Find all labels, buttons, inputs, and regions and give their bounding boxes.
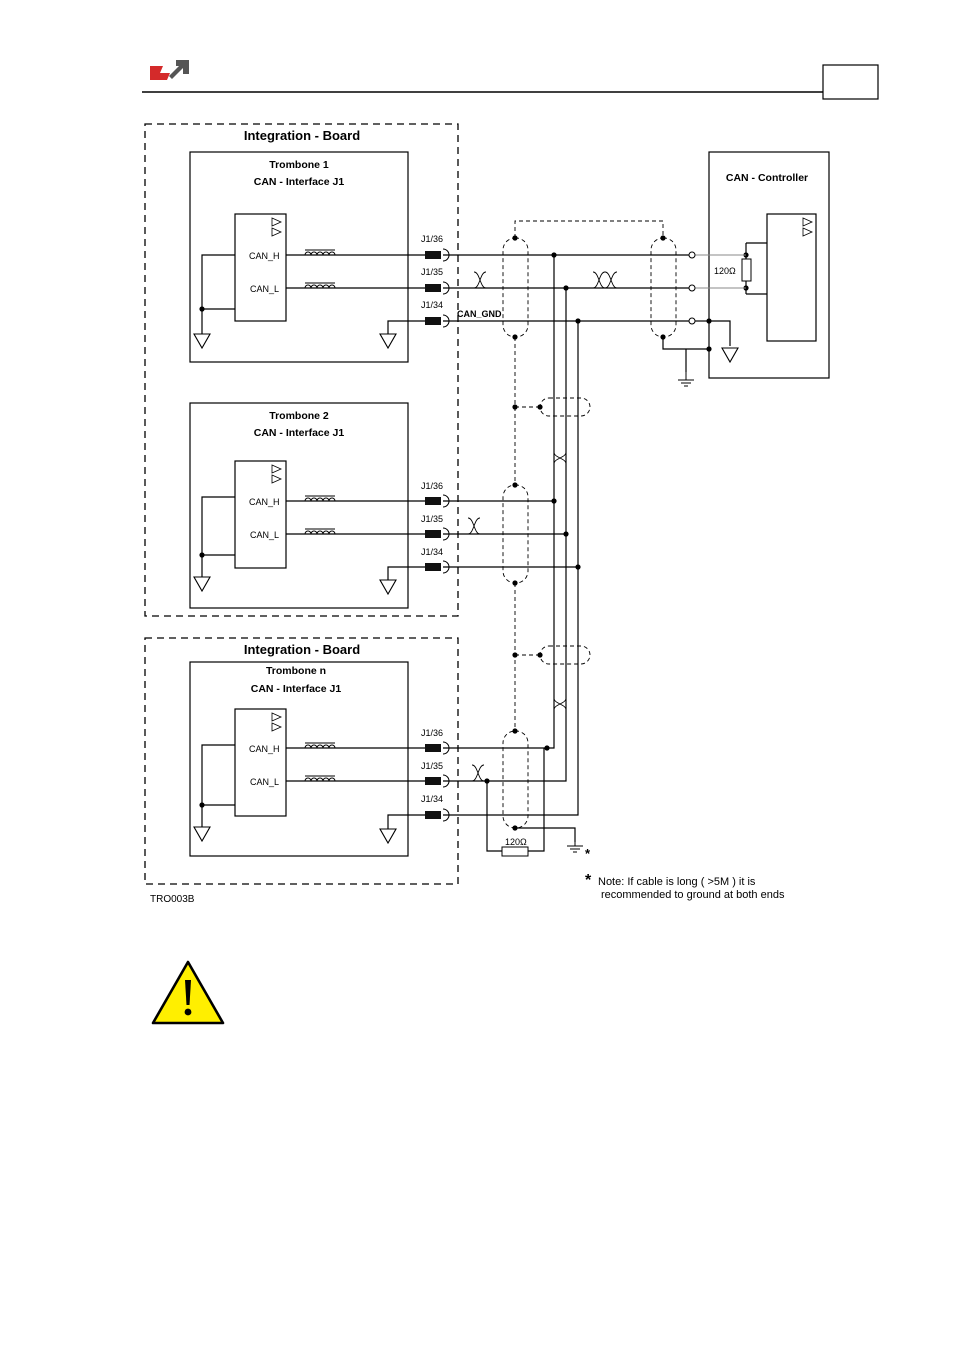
twist-icon [467, 517, 481, 535]
trombone-n-can-l-label: CAN_L [250, 777, 279, 787]
trombone-2-name: Trombone 2 [269, 410, 329, 422]
twist-icon [604, 271, 618, 289]
trombone-n-module: Trombone n CAN - Interface J1 CAN_H CAN_… [189, 661, 450, 857]
trombone-n-can-h-label: CAN_H [249, 744, 280, 754]
trombone-2-pin-34-label: J1/34 [421, 547, 443, 557]
company-logo [150, 60, 189, 80]
ground-asterisk: * [585, 846, 591, 861]
integration-board-2 [144, 637, 459, 885]
trombone-1-name: Trombone 1 [269, 159, 329, 171]
trombone-n-pin-35-label: J1/35 [421, 761, 443, 771]
integration-board-1 [144, 123, 459, 617]
trombone-n-pin-36-label: J1/36 [421, 728, 443, 738]
trombone-2-pin-36-label: J1/36 [421, 481, 443, 491]
trombone-2-pin-35-label: J1/35 [421, 514, 443, 524]
bus-termination-label: 120Ω [505, 837, 527, 847]
logo-red-mark [150, 66, 170, 80]
trombone-1-module: Trombone 1 CAN - Interface J1 CAN_H CAN_… [189, 151, 502, 363]
trombone-1-interface: CAN - Interface J1 [254, 176, 345, 188]
figure-id: TRO003B [150, 894, 195, 905]
twist-icon [471, 764, 485, 782]
trombone-1-pin-36-label: J1/36 [421, 234, 443, 244]
can-gnd-label: CAN_GND [457, 309, 502, 319]
trombone-1-pin-34-label: J1/34 [421, 300, 443, 310]
trombone-n-interface: CAN - Interface J1 [251, 683, 342, 695]
note-line-2: recommended to ground at both ends [601, 889, 785, 901]
logo-gray-mark [169, 60, 189, 79]
trombone-2-module: Trombone 2 CAN - Interface J1 CAN_H CAN_… [189, 402, 450, 609]
twist-icon [553, 697, 567, 711]
page-number-box [822, 64, 879, 100]
can-controller-module: CAN - Controller 120Ω [708, 151, 830, 379]
trombone-n-name: Trombone n [266, 665, 326, 677]
bus-termination-resistor [501, 846, 529, 857]
note-line-1: Note: If cable is long ( >5M ) it is [598, 876, 756, 888]
integration-board-2-title: Integration - Board [244, 642, 360, 657]
note-star: * [585, 872, 592, 889]
twist-icon [553, 451, 567, 465]
trombone-1-can-l-label: CAN_L [250, 284, 279, 294]
earth-ground-icon [566, 837, 584, 853]
twist-icon [473, 271, 487, 289]
twist-icon [592, 271, 606, 289]
trombone-n-pin-34-label: J1/34 [421, 794, 443, 804]
trombone-1-pin-35-label: J1/35 [421, 267, 443, 277]
trombone-2-can-l-label: CAN_L [250, 530, 279, 540]
trombone-2-can-h-label: CAN_H [249, 497, 280, 507]
trombone-1-can-h-label: CAN_H [249, 251, 280, 261]
controller-termination-resistor [741, 258, 752, 282]
controller-resistor-label: 120Ω [714, 266, 736, 276]
integration-board-1-title: Integration - Board [244, 128, 360, 143]
can-controller-title: CAN - Controller [726, 172, 808, 184]
warning-triangle-icon [151, 960, 225, 1025]
trombone-2-interface: CAN - Interface J1 [254, 427, 345, 439]
earth-ground-icon [677, 371, 695, 387]
